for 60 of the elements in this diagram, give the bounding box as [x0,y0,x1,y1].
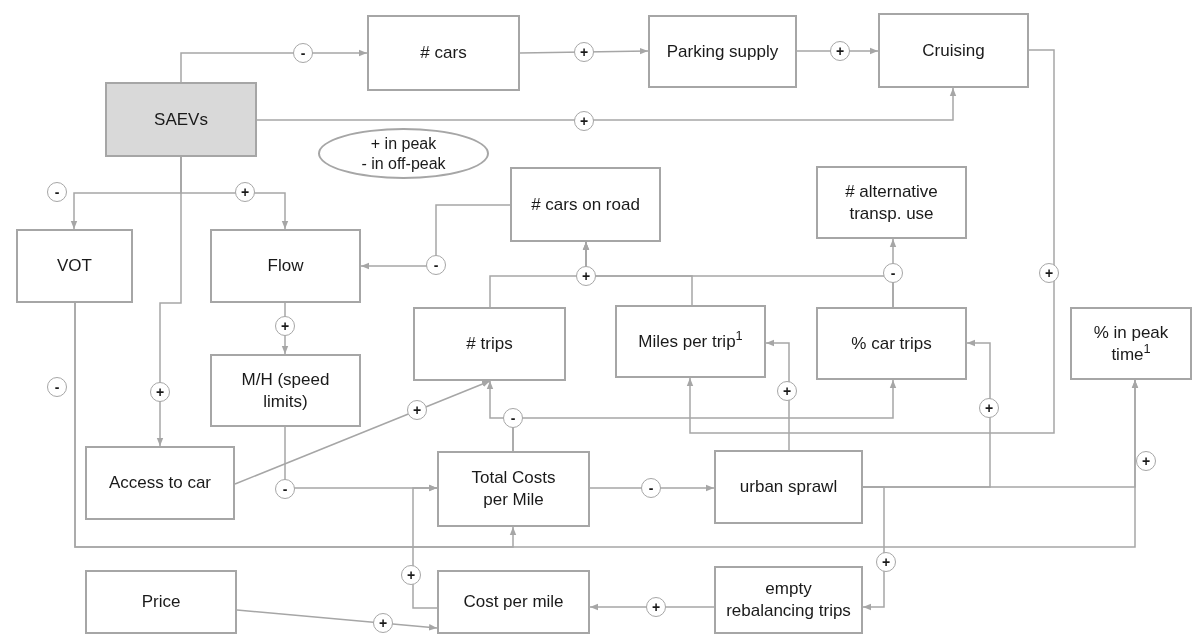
variable-box: Cruising [878,13,1029,88]
variable-box: Parking supply [648,15,797,88]
edge-label: + [1136,451,1156,471]
edge-label: + [777,381,797,401]
edge-label: - [641,478,661,498]
edge-label: + [979,398,999,418]
variable-box: Flow [210,229,361,303]
arrow [589,603,715,611]
arrow [512,379,897,452]
arrow [180,49,368,83]
note-ellipse: + in peak - in off-peak [318,128,489,179]
edge-label: + [1039,263,1059,283]
edge-label: - [275,479,295,499]
variable-box: empty rebalancing trips [714,566,863,634]
variable-box: Access to car [85,446,235,520]
arrow [156,156,182,447]
variable-box: Total Costs per Mile [437,451,590,527]
edge-label: + [407,400,427,420]
edge-label: + [830,41,850,61]
arrow [234,380,491,485]
variable-box: M/H (speed limits) [210,354,361,427]
edge-label: + [646,597,666,617]
edge-label: + [574,111,594,131]
edge-label: - [883,263,903,283]
edge-label: - [47,182,67,202]
variable-box: Miles per trip$^{1}$ [615,305,766,378]
edge-label: - [47,377,67,397]
arrow [256,87,957,121]
edge-label: - [503,408,523,428]
arrow [412,484,438,609]
arrow [74,302,1139,548]
variable-box: # cars [367,15,520,91]
variable-box: # alternative transp. use [816,166,967,239]
edge-label: + [401,565,421,585]
edge-label: + [235,182,255,202]
variable-box: urban sprawl [714,450,863,524]
edge-label: + [373,613,393,633]
edge-label: - [293,43,313,63]
arrow [686,49,1055,434]
arrow [236,609,438,631]
arrow [589,484,715,492]
edge-label: + [150,382,170,402]
arrow [765,339,790,451]
variable-box: VOT [16,229,133,303]
variable-box: # cars on road [510,167,661,242]
edge-label: - [426,255,446,275]
variable-box: % car trips [816,307,967,380]
edge-label: + [576,266,596,286]
variable-box: SAEVs [105,82,257,157]
arrow [360,204,511,270]
variable-box: # trips [413,307,566,381]
edge-label: + [574,42,594,62]
variable-box: % in peak time$^{1}$ [1070,307,1192,380]
edge-label: + [275,316,295,336]
arrow [862,486,885,611]
variable-box: Price [85,570,237,634]
arrow [519,47,649,55]
edge-label: + [876,552,896,572]
arrow [889,238,897,308]
variable-box: Cost per mile [437,570,590,634]
